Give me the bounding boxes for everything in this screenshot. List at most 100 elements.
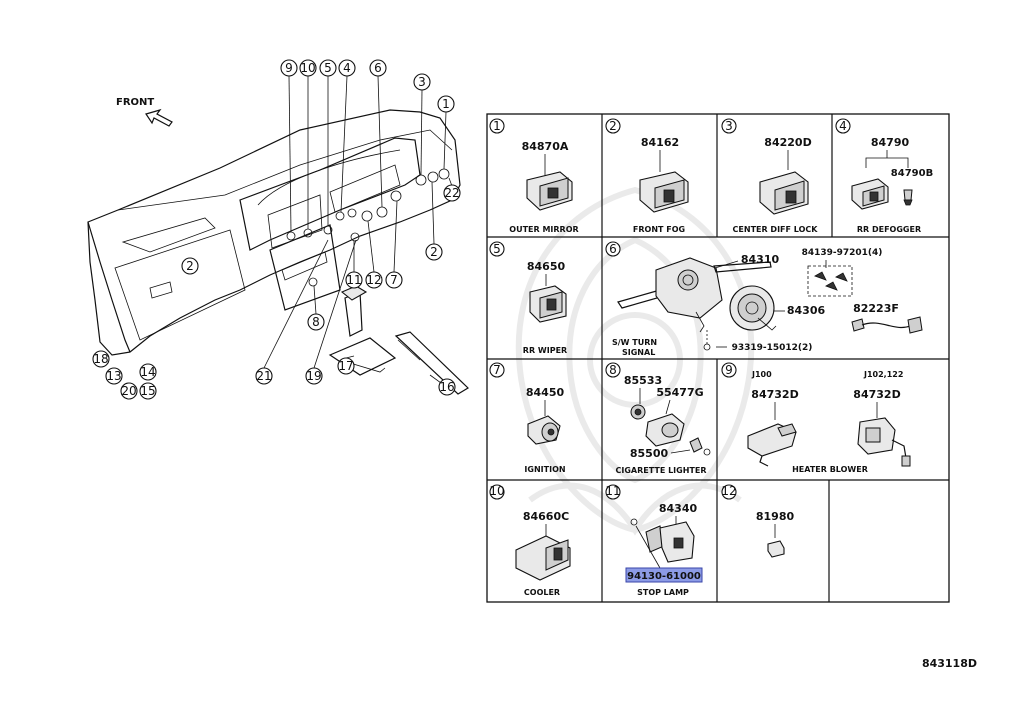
- part-number[interactable]: 55477G: [656, 386, 703, 399]
- callout-16: 16: [438, 378, 456, 396]
- callout-12: 12: [365, 271, 383, 289]
- bulb-set-icon: [807, 265, 853, 297]
- part-number[interactable]: 84870A: [522, 140, 569, 153]
- cell-caption: IGNITION: [524, 465, 565, 474]
- svg-text:16: 16: [439, 380, 454, 394]
- svg-text:1: 1: [493, 119, 501, 133]
- svg-text:3: 3: [418, 75, 426, 89]
- callout-18: 18: [92, 350, 110, 368]
- part-number[interactable]: 84340: [659, 502, 698, 515]
- cell-6: 6 84310 84306 84139-97201(4) 82223F 9331…: [605, 241, 923, 357]
- vent-left: [149, 281, 173, 299]
- svg-text:18: 18: [93, 352, 108, 366]
- svg-text:11: 11: [346, 273, 361, 287]
- variant-label: J100: [751, 370, 772, 379]
- part-number[interactable]: 94130-61000: [627, 571, 701, 582]
- cell-number-4: 4: [835, 118, 851, 134]
- parts-table: 1 84870A OUTER MIRROR 2 84162 FRONT FOG: [486, 113, 950, 603]
- part-number[interactable]: 84732D: [853, 388, 900, 401]
- leader-lines: [263, 75, 453, 384]
- svg-text:10: 10: [489, 484, 504, 498]
- switch-icon: [759, 171, 809, 215]
- parking-brake-grip: [397, 339, 421, 361]
- svg-text:6: 6: [609, 242, 617, 256]
- callout-8: 8: [307, 313, 325, 331]
- front-arrow-icon: [145, 108, 173, 127]
- part-number[interactable]: 84220D: [764, 136, 811, 149]
- cell-1: 1 84870A OUTER MIRROR: [489, 118, 579, 234]
- svg-text:9: 9: [285, 61, 293, 75]
- callout-1: 1: [437, 95, 455, 113]
- stop-lamp-switch-icon: [630, 518, 695, 563]
- part-number[interactable]: 84162: [641, 136, 679, 149]
- callout-3: 3: [413, 73, 431, 91]
- callout-10: 10: [299, 59, 317, 77]
- center-console: [269, 224, 341, 311]
- part-number[interactable]: 85500: [630, 447, 669, 460]
- cell-3: 3 84220D CENTER DIFF LOCK: [721, 118, 818, 234]
- switch-icon: [526, 171, 573, 211]
- spiral-cable-icon: [729, 285, 777, 331]
- part-number[interactable]: 84650: [527, 260, 566, 273]
- combination-switch-icon: [617, 257, 772, 351]
- cell-number-9: 9: [721, 362, 737, 378]
- switch-icon: [851, 178, 889, 210]
- callout-19: 19: [305, 367, 323, 385]
- callout-14: 14: [139, 363, 157, 381]
- callout-2-left: 2: [181, 257, 199, 275]
- svg-text:17: 17: [338, 359, 353, 373]
- svg-text:21: 21: [256, 369, 271, 383]
- callout-13: 13: [105, 367, 123, 385]
- callout-7: 7: [385, 271, 403, 289]
- callout-11: 11: [345, 271, 363, 289]
- svg-text:4: 4: [343, 61, 351, 75]
- ignition-switch-icon: [527, 415, 561, 445]
- svg-text:2: 2: [186, 259, 194, 273]
- part-number[interactable]: 84450: [526, 386, 565, 399]
- cell-number-8: 8: [605, 362, 621, 378]
- svg-text:10: 10: [300, 61, 315, 75]
- cell-caption: RR WIPER: [523, 346, 567, 355]
- cell-8: 8 85533 55477G 85500 CIGARETTE LIGHTER: [605, 362, 711, 475]
- part-number[interactable]: 84306: [787, 304, 826, 317]
- part-number[interactable]: 84139-97201(4): [802, 248, 883, 258]
- part-number[interactable]: 81980: [756, 510, 795, 523]
- part-number[interactable]: 84790B: [891, 168, 933, 179]
- blower-switch-icon: [857, 417, 911, 467]
- glovebox-panel: [121, 217, 216, 253]
- overview-callouts: 9 10 5 4 6 3 1 22 2 2 8 11 12 7 21 19 17…: [92, 59, 461, 400]
- cluster-window: [267, 194, 323, 249]
- part-number[interactable]: 82223F: [853, 302, 899, 315]
- svg-text:20: 20: [121, 384, 136, 398]
- variant-label: J102,122: [863, 370, 903, 379]
- svg-text:13: 13: [106, 369, 121, 383]
- cell-caption: HEATER BLOWER: [792, 465, 868, 474]
- svg-text:2: 2: [609, 119, 617, 133]
- callout-5: 5: [319, 59, 337, 77]
- part-number[interactable]: 84732D: [751, 388, 798, 401]
- svg-text:12: 12: [721, 484, 736, 498]
- svg-text:8: 8: [312, 315, 320, 329]
- part-number[interactable]: 85533: [624, 374, 662, 387]
- svg-text:12: 12: [366, 273, 381, 287]
- part-number[interactable]: 84790: [871, 136, 910, 149]
- cell-caption: STOP LAMP: [637, 588, 689, 597]
- cell-caption-line1: S/W TURN: [612, 338, 657, 347]
- cell-4: 4 84790 84790B RR DEFOGGER: [835, 118, 933, 234]
- svg-text:14: 14: [140, 365, 155, 379]
- cap-icon: [767, 540, 785, 558]
- svg-text:7: 7: [390, 273, 398, 287]
- switch-icon: [529, 285, 567, 323]
- svg-text:2: 2: [430, 245, 438, 259]
- cell-number-11: 11: [605, 484, 621, 500]
- svg-text:5: 5: [493, 242, 501, 256]
- part-number[interactable]: 84660C: [523, 510, 569, 523]
- cell-number-3: 3: [721, 118, 737, 134]
- cell-10: 10 84660C COOLER: [489, 484, 571, 597]
- callout-21: 21: [255, 367, 273, 385]
- cell-5: 5 84650 RR WIPER: [489, 241, 567, 355]
- part-number[interactable]: 93319-15012(2): [732, 343, 813, 353]
- connector-icon: [851, 316, 923, 334]
- cell-number-1: 1: [489, 118, 505, 134]
- front-label: FRONT: [116, 97, 154, 108]
